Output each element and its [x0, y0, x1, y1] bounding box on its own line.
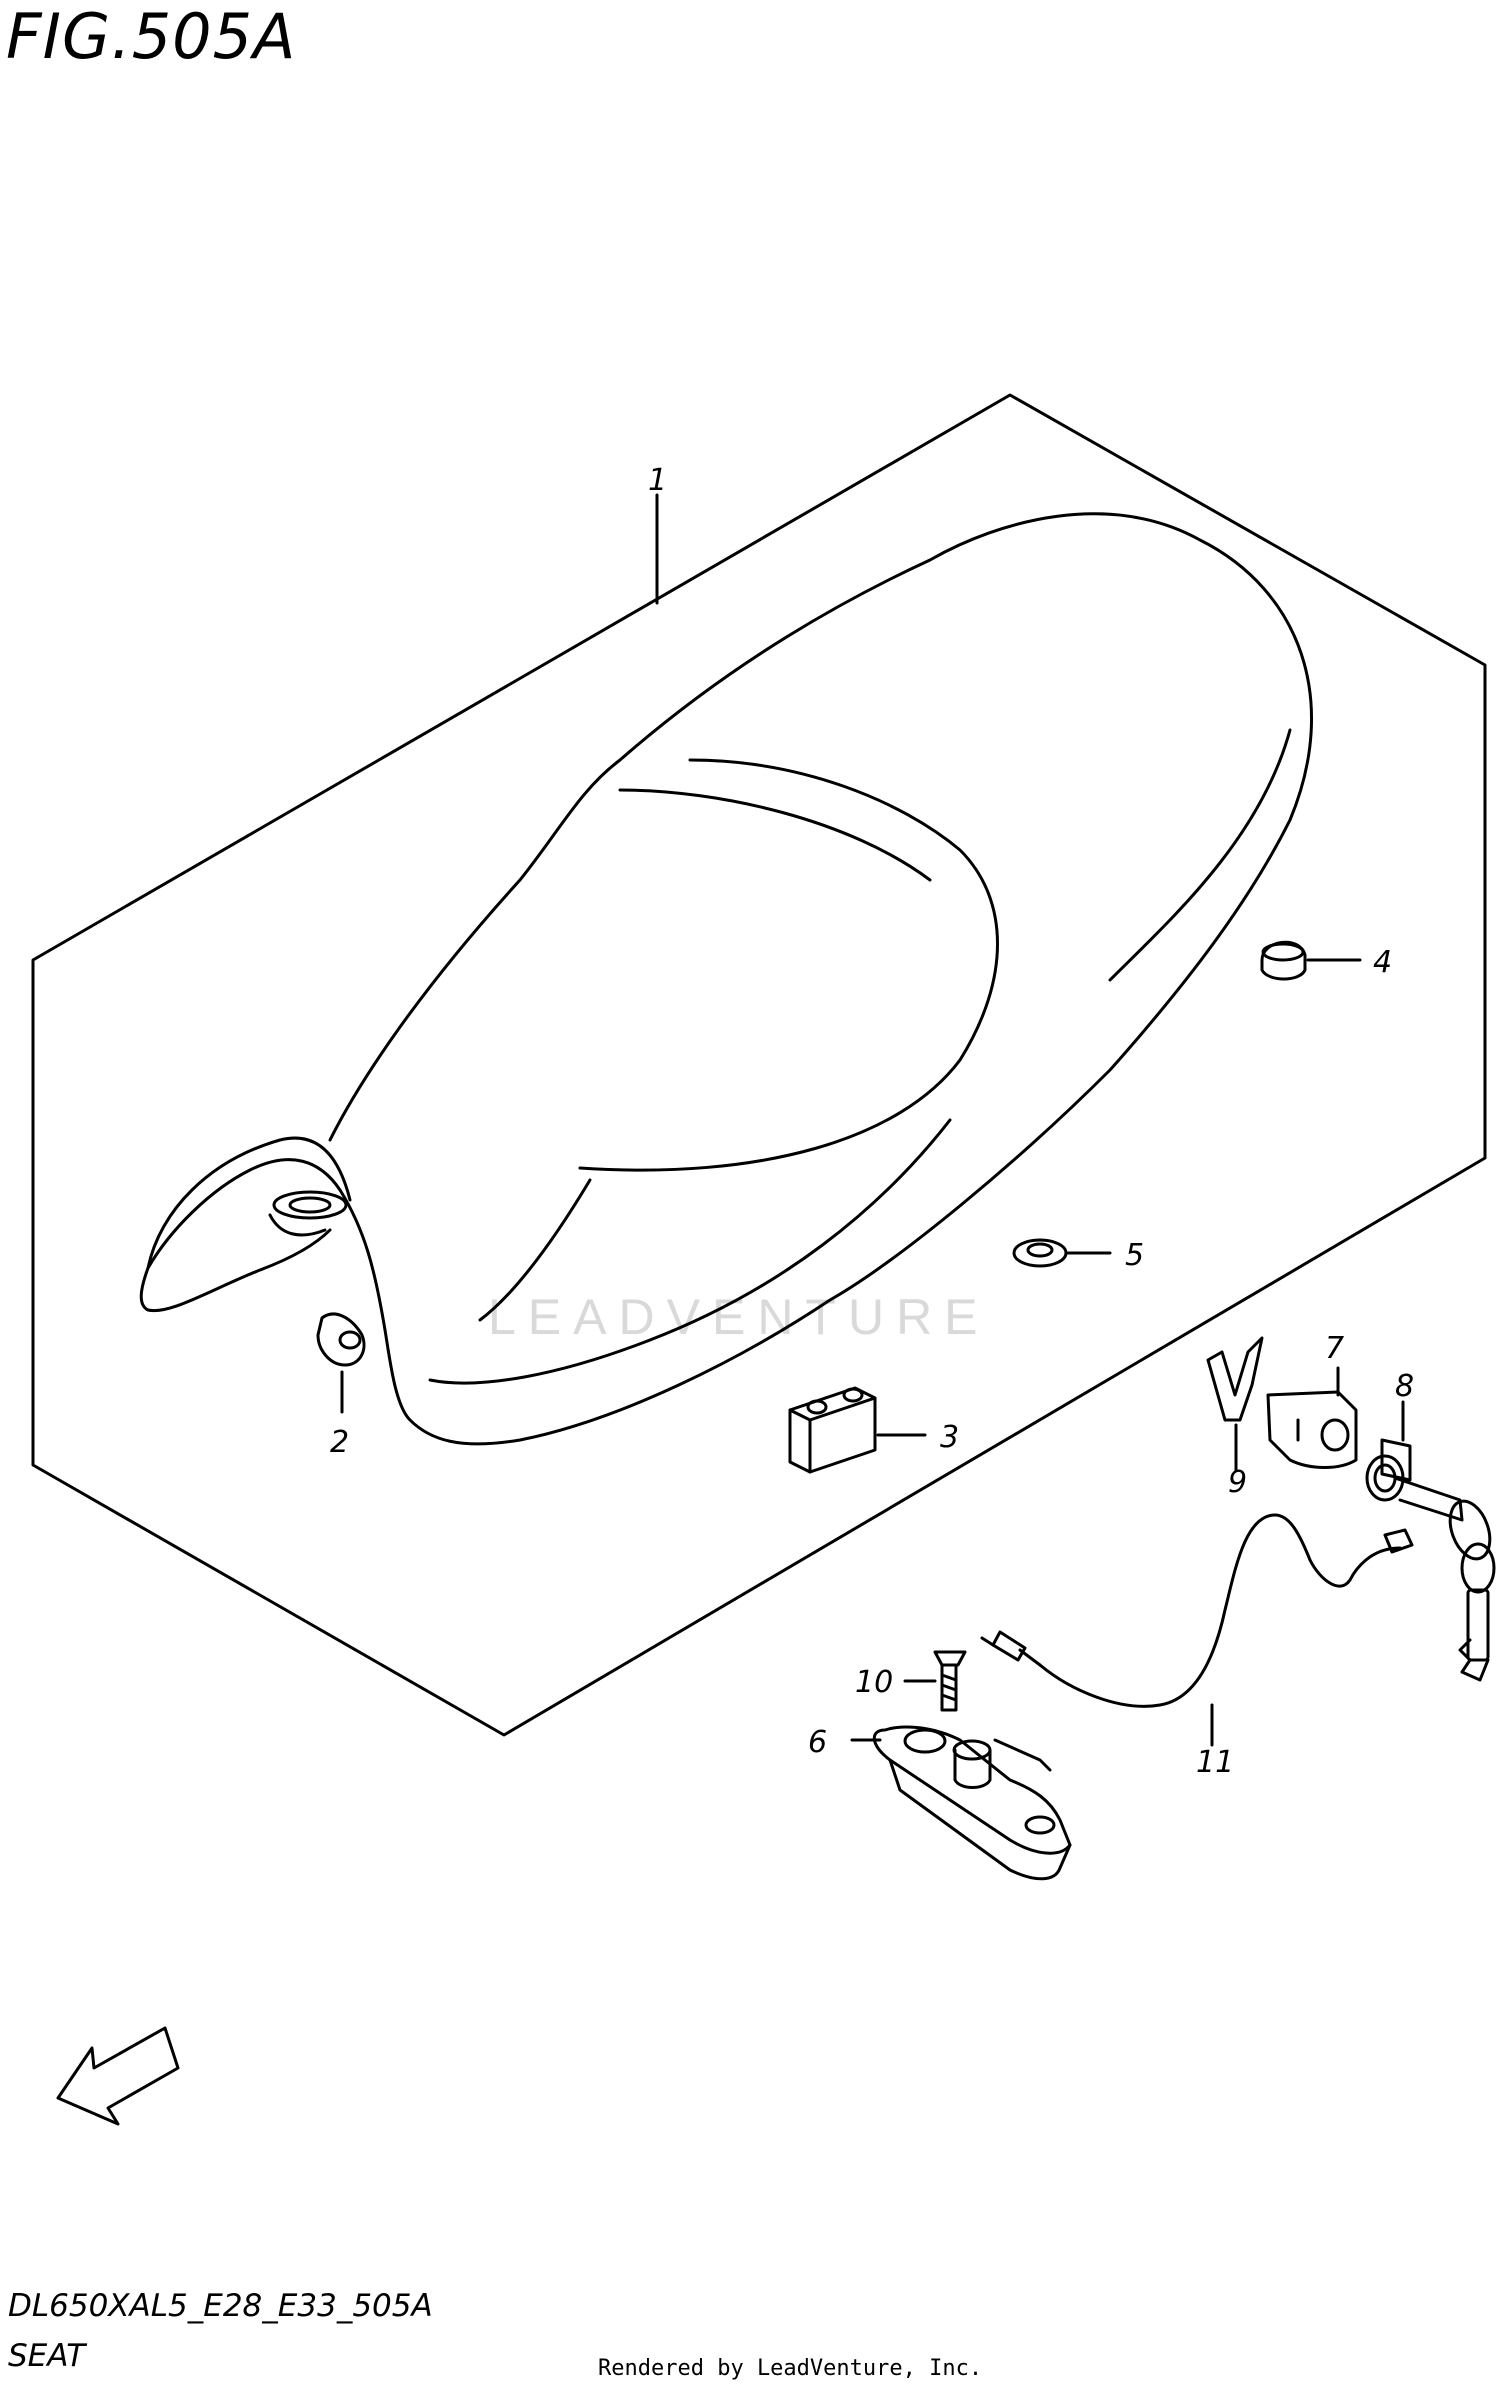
figure-title: FIG.505A	[6, 0, 297, 73]
callout-5: 5	[1125, 1238, 1144, 1273]
callout-3: 3	[940, 1420, 959, 1455]
callout-7: 7	[1325, 1331, 1344, 1366]
callout-8: 8	[1395, 1369, 1414, 1404]
diagram-caption: SEAT	[8, 2338, 86, 2374]
seat-lock-6-drawing	[850, 1725, 1072, 1881]
cushion-2-drawing	[316, 1312, 366, 1414]
assembly-boundary	[31, 393, 1487, 1737]
lock-set-8-drawing	[1365, 1400, 1496, 1682]
callout-4: 4	[1373, 945, 1392, 980]
cushion-5-drawing	[1012, 1238, 1112, 1268]
callout-6: 6	[808, 1725, 827, 1760]
watermark-text: LEADVENTURE	[488, 1289, 990, 1345]
rendered-by-credit: Rendered by LeadVenture, Inc.	[598, 2356, 983, 2381]
clip-9-drawing	[1206, 1336, 1264, 1472]
bracket-7-drawing	[1266, 1366, 1358, 1469]
cushion-3-drawing	[788, 1386, 927, 1474]
fwd-arrow-icon	[56, 2026, 180, 2126]
callout-1: 1	[648, 463, 667, 498]
callout-11: 11	[1196, 1745, 1234, 1780]
cushion-4-drawing	[1260, 940, 1362, 981]
callout-10: 10	[855, 1665, 893, 1700]
callout-9: 9	[1228, 1465, 1247, 1500]
callout-2: 2	[330, 1425, 349, 1460]
seat-drawing	[139, 512, 1313, 1446]
diagram-code: DL650XAL5_E28_E33_505A	[8, 2288, 433, 2324]
screw-10-drawing	[903, 1650, 967, 1712]
cable-11-drawing	[980, 1513, 1414, 1747]
